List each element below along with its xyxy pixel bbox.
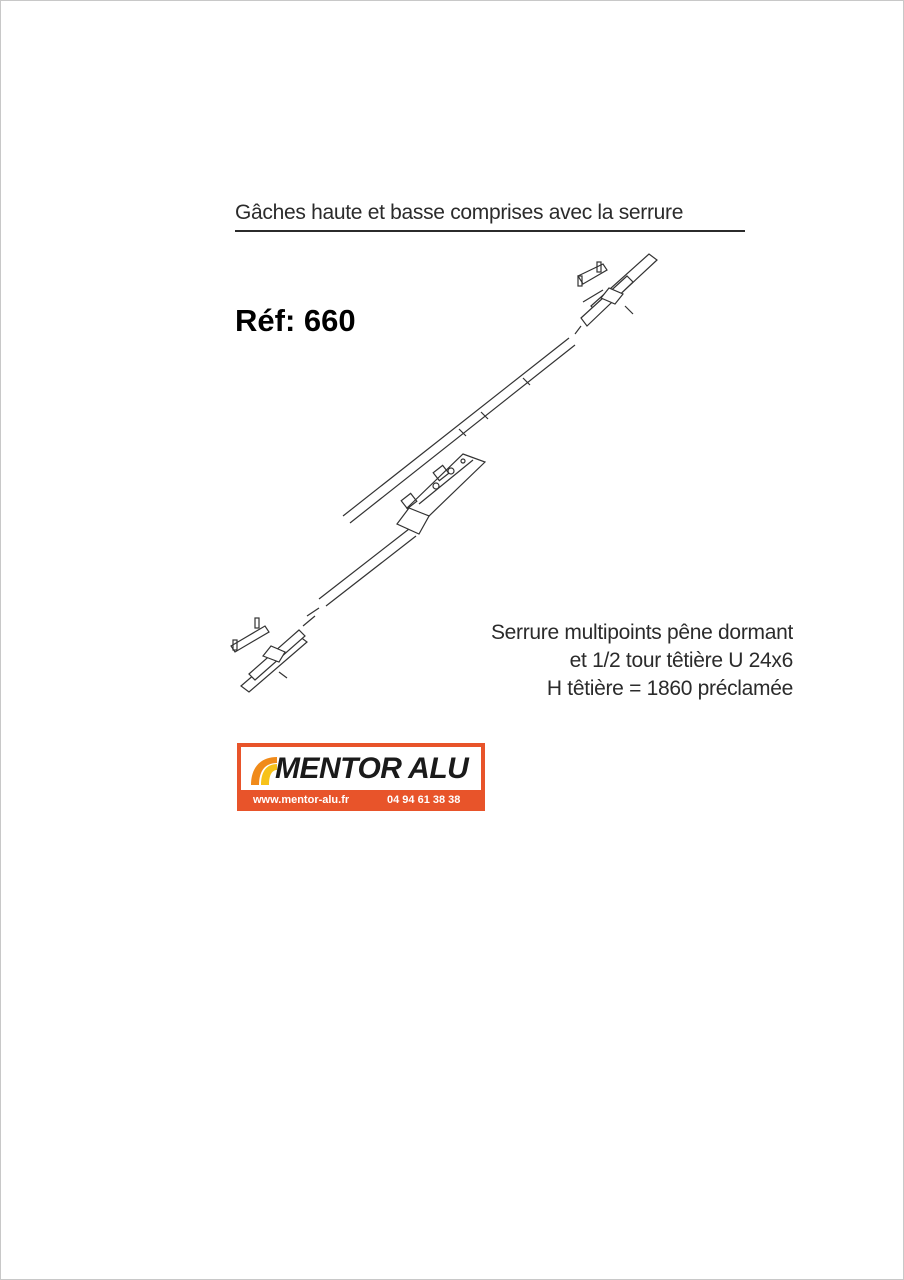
logo-name: MENTOR ALU — [275, 752, 469, 785]
multipoint-lock-drawing-icon — [230, 253, 658, 693]
swoosh-icon — [251, 757, 277, 785]
description-line: Serrure multipoints pêne dormant — [490, 621, 793, 644]
description-line: et 1/2 tour têtière U 24x6 — [569, 649, 793, 672]
mentor-alu-logo: MENTOR ALU www.mentor-alu.fr 04 94 61 38… — [237, 743, 485, 811]
reference-number: Réf: 660 — [235, 303, 356, 338]
document-heading: Gâches haute et basse comprises avec la … — [235, 201, 745, 232]
lock-case — [396, 453, 487, 535]
description-line: H têtière = 1860 préclamée — [546, 677, 793, 700]
top-keeper — [574, 253, 658, 335]
product-description: Serrure multipoints pêne dormant et 1/2 … — [421, 619, 793, 703]
bottom-keeper — [230, 607, 320, 693]
logo-website: www.mentor-alu.fr — [253, 794, 350, 806]
lock-rod — [318, 337, 576, 607]
logo-panel: MENTOR ALU — [241, 747, 481, 790]
logo-phone: 04 94 61 38 38 — [387, 794, 461, 806]
